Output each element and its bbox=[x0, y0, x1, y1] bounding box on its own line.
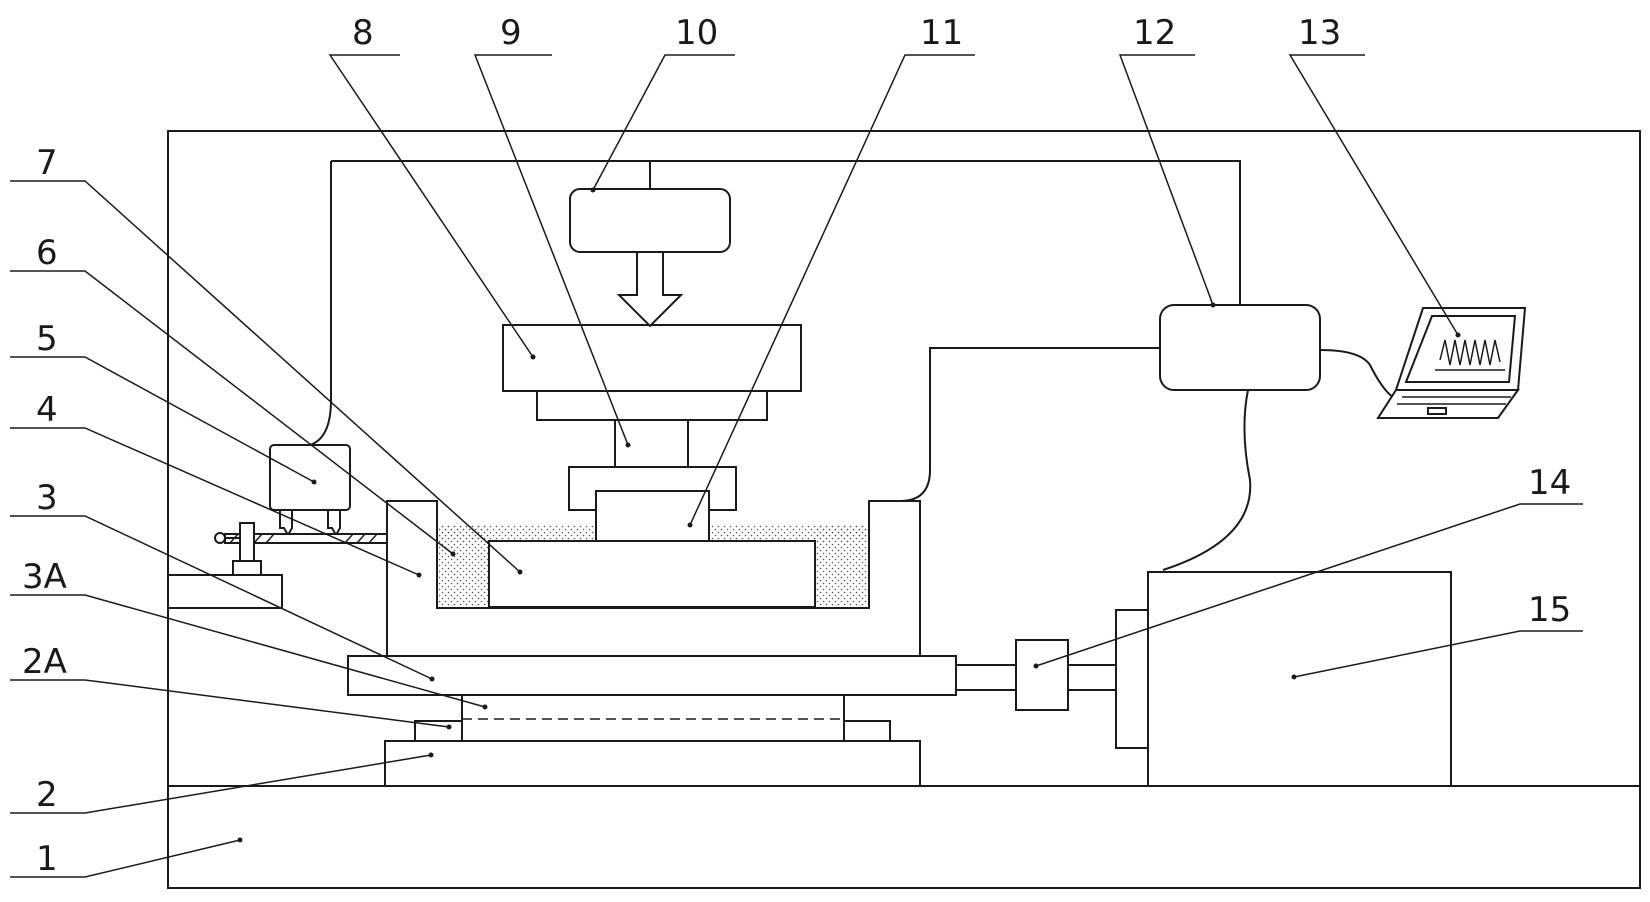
label-15: 15 bbox=[1528, 590, 1571, 630]
spindle-9 bbox=[615, 420, 688, 467]
label-10: 10 bbox=[675, 13, 718, 53]
label-2a: 2A bbox=[22, 642, 67, 682]
label-9: 9 bbox=[500, 13, 522, 53]
cable-12-to-tank bbox=[869, 348, 1160, 501]
label-14: 14 bbox=[1528, 463, 1571, 503]
cable-12-to-laptop bbox=[1320, 350, 1398, 400]
down-arrow-icon bbox=[619, 252, 681, 326]
label-1: 1 bbox=[36, 839, 58, 879]
controller-12 bbox=[1160, 305, 1320, 390]
sensor-probe-right bbox=[328, 510, 340, 535]
shaft-left bbox=[956, 665, 1016, 690]
sensor-5 bbox=[270, 445, 350, 510]
label-2: 2 bbox=[36, 775, 58, 815]
bracket-foot bbox=[233, 561, 261, 575]
shaft-right bbox=[1068, 665, 1116, 690]
worktable-3 bbox=[348, 656, 956, 695]
label-13: 13 bbox=[1298, 13, 1341, 53]
label-3a: 3A bbox=[22, 557, 67, 597]
cable-12-to-15 bbox=[1163, 390, 1250, 570]
motor-15 bbox=[1148, 572, 1451, 786]
sand-top-right bbox=[709, 525, 867, 541]
sensor-cable bbox=[310, 161, 331, 445]
label-11: 11 bbox=[920, 13, 963, 53]
drive-10 bbox=[570, 189, 730, 252]
workpiece-7 bbox=[489, 541, 815, 607]
label-4: 4 bbox=[36, 390, 58, 430]
bracket-base bbox=[168, 575, 282, 608]
label-3: 3 bbox=[36, 478, 58, 518]
label-6: 6 bbox=[36, 233, 58, 273]
bracket-stem bbox=[240, 523, 254, 561]
spindle-flange bbox=[537, 391, 767, 420]
laptop-trackpad bbox=[1428, 408, 1446, 414]
tool-11-front bbox=[596, 491, 709, 541]
rail-2 bbox=[385, 741, 920, 786]
coupling-14 bbox=[1016, 640, 1068, 710]
label-7: 7 bbox=[36, 143, 58, 183]
sensor-probe-left bbox=[280, 510, 292, 535]
slider-3a bbox=[462, 695, 844, 741]
sand-top-left bbox=[439, 525, 596, 541]
bracket-knob bbox=[215, 533, 225, 543]
label-5: 5 bbox=[36, 319, 58, 359]
signal-cable-top bbox=[331, 161, 1240, 305]
label-8: 8 bbox=[352, 13, 374, 53]
label-12: 12 bbox=[1133, 13, 1176, 53]
